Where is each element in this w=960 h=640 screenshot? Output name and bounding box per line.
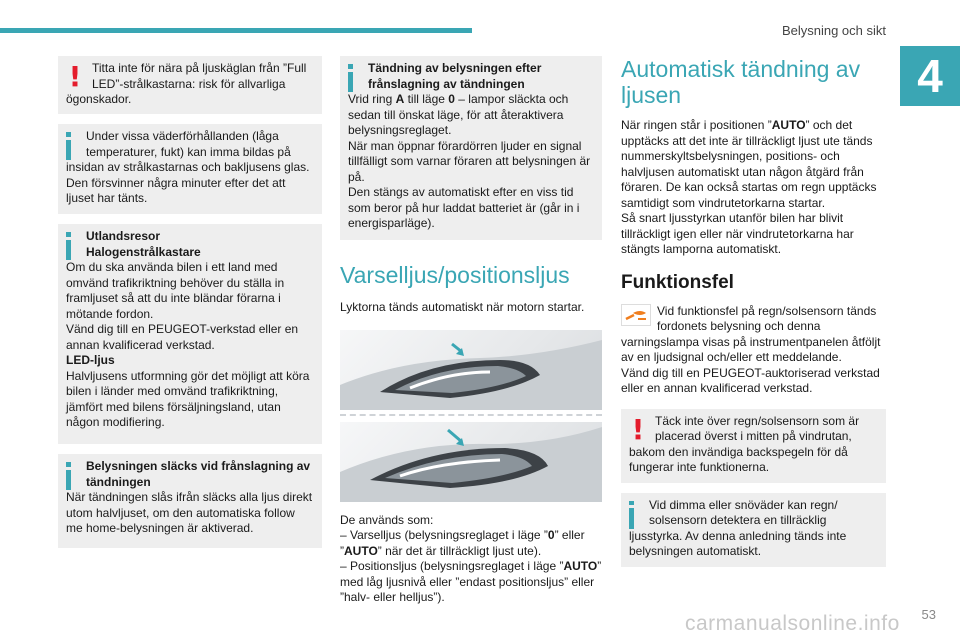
column-right: Automatisk tändning av ljusen När ringen…	[621, 56, 886, 577]
malfunction-text-2: Vänd dig till en PEUGEOT-auktoriserad ve…	[621, 365, 880, 396]
info-icon	[66, 232, 72, 260]
note-text: Halvljusens utformning gör det möjligt a…	[66, 368, 310, 430]
note-text: Under vissa väderförhållanden (låga temp…	[66, 129, 310, 205]
sensor-warning-lamp-icon	[621, 303, 651, 326]
note-heading: LED-ljus	[66, 353, 115, 367]
header-accent-bar	[0, 28, 472, 33]
note-heading: Utlandsresor	[86, 229, 161, 243]
section-title-daytime-lights: Varselljus/positionsljus	[340, 262, 570, 288]
chapter-number-badge: 4	[900, 46, 960, 106]
info-icon	[66, 132, 72, 160]
warning-note-sensor: ! Täck inte över regn/solsensorn som är …	[621, 408, 886, 483]
column-middle: Tändning av belysningen efter frånslagni…	[340, 56, 602, 606]
auto-lights-text-2: Så snart ljusstyrkan utanför bilen har b…	[621, 211, 854, 256]
info-note-lights-after-ignition: Tändning av belysningen efter frånslagni…	[340, 56, 602, 240]
section-title-auto-lights: Automatisk tändning av ljusen	[621, 56, 861, 108]
image-divider	[340, 413, 602, 416]
usage-item-daytime: – Varselljus (belysningsreglaget i läge …	[340, 528, 585, 558]
note-text: Titta inte för nära på ljuskäglan från ”…	[66, 61, 307, 106]
site-watermark: carmanualsonline.info	[685, 612, 900, 635]
note-text: Den stängs av automatiskt efter en viss …	[348, 185, 580, 230]
section-intro: Lyktorna tänds automatiskt när motorn st…	[340, 300, 585, 314]
note-heading: Belysningen släcks vid frånslagning av t…	[86, 459, 311, 489]
usage-item-position: – Positionsljus (belysningsreglaget i lä…	[340, 559, 602, 604]
info-icon	[66, 462, 72, 490]
info-note-fog-snow: Vid dimma eller snöväder kan regn/ solse…	[621, 492, 886, 567]
note-text: Vid dimma eller snöväder kan regn/ solse…	[629, 497, 847, 559]
info-icon	[348, 64, 354, 92]
headlight-illustration	[340, 329, 602, 503]
note-text: Vänd dig till en PEUGEOT-verkstad eller …	[66, 322, 299, 352]
malfunction-text: Vid funktionsfel på regn/solsensorn tänd…	[621, 303, 881, 364]
column-left: ! Titta inte för nära på ljuskäglan från…	[58, 56, 322, 558]
info-icon	[629, 501, 635, 529]
note-heading: Halogenstrålkastare	[86, 244, 201, 259]
subsection-title-malfunction: Funktionsfel	[621, 271, 734, 293]
note-text: Vrid ring A till läge 0 – lampor släckta…	[348, 92, 569, 137]
note-heading: Tändning av belysningen efter frånslagni…	[368, 61, 542, 91]
auto-lights-text: När ringen står i positionen ”AUTO” och …	[621, 118, 877, 210]
note-text: Täck inte över regn/solsensorn som är pl…	[629, 413, 860, 475]
info-note-travel-abroad: Utlandsresor Halogenstrålkastare Om du s…	[58, 224, 322, 444]
headlight-image-bottom	[340, 421, 602, 502]
note-text: Om du ska använda bilen i ett land med o…	[66, 260, 285, 321]
info-note-lights-off: Belysningen släcks vid frånslagning av t…	[58, 454, 322, 548]
page-header-title: Belysning och sikt	[781, 23, 886, 38]
headlight-image-top	[340, 329, 602, 410]
note-text: När man öppnar förardörren ljuder en sig…	[348, 138, 591, 184]
warning-exclamation-icon: !	[631, 412, 645, 446]
usage-label: De används som:	[340, 512, 434, 527]
page-number: 53	[921, 607, 936, 622]
warning-note-led-glare: ! Titta inte för nära på ljuskäglan från…	[58, 56, 322, 114]
warning-exclamation-icon: !	[68, 60, 82, 93]
info-note-condensation: Under vissa väderförhållanden (låga temp…	[58, 124, 322, 214]
note-text: När tändningen slås ifrån släcks alla lj…	[66, 490, 313, 535]
